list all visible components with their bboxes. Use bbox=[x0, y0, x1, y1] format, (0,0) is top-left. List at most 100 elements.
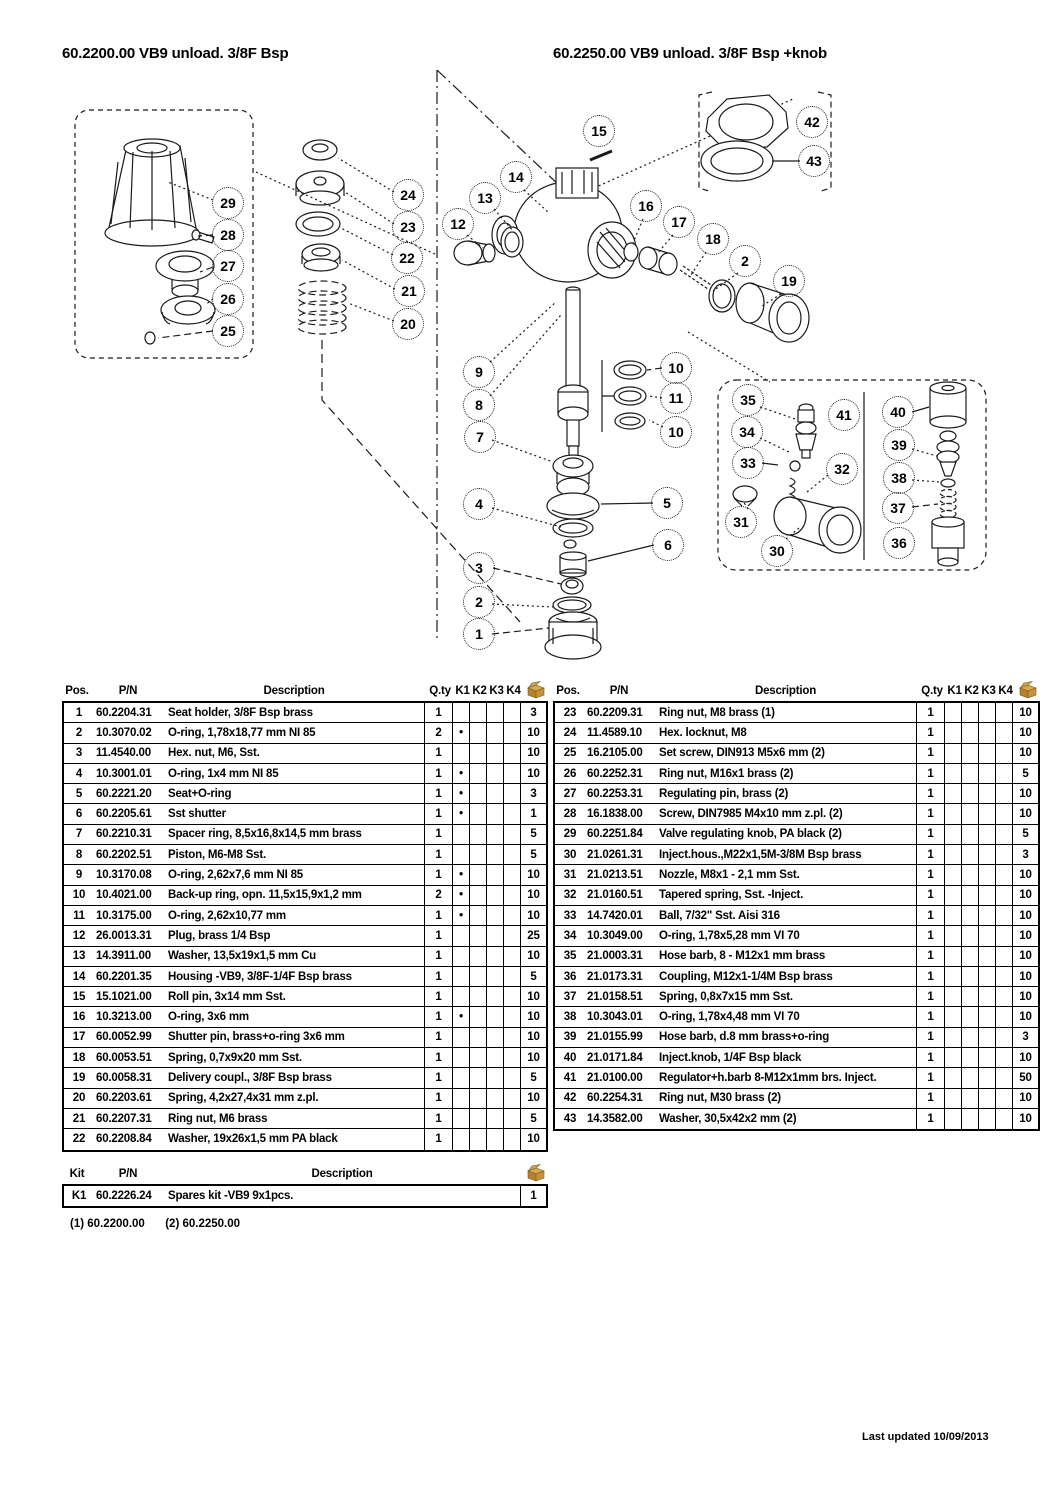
cell-pn: 60.0058.31 bbox=[96, 1071, 152, 1084]
cell-pos: 23 bbox=[563, 706, 577, 719]
cell-qty: 1 bbox=[424, 845, 452, 865]
cell-pack: 3 bbox=[520, 703, 546, 723]
cell-k3 bbox=[486, 784, 503, 804]
cell-k1 bbox=[944, 845, 961, 865]
cell-pack: 10 bbox=[1012, 703, 1038, 723]
cell-pack: 10 bbox=[520, 987, 546, 1007]
cell-k1 bbox=[452, 926, 469, 946]
page-title-left: 60.2200.00 VB9 unload. 3/8F Bsp bbox=[62, 45, 289, 62]
cell-k1 bbox=[944, 905, 961, 926]
callout-10: 10 bbox=[660, 352, 692, 384]
cell-k2 bbox=[469, 987, 486, 1007]
cell-pn: 10.3175.00 bbox=[96, 909, 152, 922]
cell-pn: 60.2252.31 bbox=[587, 767, 643, 780]
cell-pack: 10 bbox=[1012, 966, 1038, 987]
cell-pack: 10 bbox=[520, 1088, 546, 1108]
cell-pos: 8 bbox=[75, 848, 83, 861]
cell-pos: 20 bbox=[72, 1092, 86, 1105]
table-header: Kit P/N Description bbox=[62, 1163, 548, 1184]
header-desc: Description bbox=[263, 684, 325, 697]
cell-k1 bbox=[452, 743, 469, 763]
cell-k4 bbox=[995, 987, 1012, 1007]
cell-k2 bbox=[961, 824, 978, 845]
callout-38: 38 bbox=[883, 462, 915, 494]
cell-k2 bbox=[469, 885, 486, 905]
cell-desc: O-ring, 1x4 mm NI 85 bbox=[168, 767, 279, 780]
cell-pos: 14 bbox=[72, 970, 86, 983]
cell-qty: 1 bbox=[424, 905, 452, 926]
cell-pn: 14.3582.00 bbox=[587, 1113, 643, 1126]
cell-pack: 10 bbox=[1012, 784, 1038, 804]
callout-12: 12 bbox=[442, 208, 474, 240]
callout-26: 26 bbox=[212, 283, 244, 315]
cell-pack: 10 bbox=[520, 1027, 546, 1048]
header-pn: P/N bbox=[118, 1167, 138, 1180]
cell-k2 bbox=[469, 845, 486, 865]
cell-pn: 60.2205.61 bbox=[96, 808, 152, 821]
cell-k4 bbox=[995, 743, 1012, 763]
cell-k2 bbox=[469, 1129, 486, 1150]
cell-k1 bbox=[944, 966, 961, 987]
cell-desc: Nozzle, M8x1 - 2,1 mm Sst. bbox=[659, 869, 800, 882]
cell-qty: 1 bbox=[424, 987, 452, 1007]
cell-k4 bbox=[995, 905, 1012, 926]
cell-pn: 21.0003.31 bbox=[587, 950, 643, 963]
callout-21: 21 bbox=[393, 275, 425, 307]
cell-k3 bbox=[978, 885, 995, 905]
cell-pn: 60.2221.20 bbox=[96, 787, 152, 800]
callout-18: 18 bbox=[697, 223, 729, 255]
cell-pos: 37 bbox=[563, 990, 577, 1003]
callout-1: 1 bbox=[463, 618, 495, 650]
cell-pos: 35 bbox=[563, 950, 577, 963]
cell-pack: 5 bbox=[1012, 763, 1038, 784]
cell-pos: 15 bbox=[72, 990, 86, 1003]
cell-k4 bbox=[995, 784, 1012, 804]
cell-k3 bbox=[486, 703, 503, 723]
cell-pn: 10.3043.01 bbox=[587, 1011, 643, 1024]
cell-k3 bbox=[978, 723, 995, 743]
cell-pack: 10 bbox=[1012, 946, 1038, 966]
cell-k3 bbox=[978, 743, 995, 763]
cell-pn: 60.2202.51 bbox=[96, 848, 152, 861]
cell-k4 bbox=[503, 966, 520, 987]
cell-desc: O-ring, 2,62x10,77 mm bbox=[168, 909, 286, 922]
cell-pn: 21.0213.51 bbox=[587, 869, 643, 882]
cell-k1 bbox=[452, 1108, 469, 1129]
cell-k3 bbox=[486, 1068, 503, 1088]
cell-desc: Spring, 0,7x9x20 mm Sst. bbox=[168, 1051, 302, 1064]
cell-pos: 11 bbox=[73, 909, 85, 922]
parts-table-right: Pos. P/N Description Q.ty K1 K2 K3 K4 23… bbox=[553, 680, 1040, 1132]
cell-k4 bbox=[503, 703, 520, 723]
cell-pack: 10 bbox=[520, 865, 546, 885]
cell-k2 bbox=[469, 865, 486, 885]
cell-k2 bbox=[961, 723, 978, 743]
cell-pos: 32 bbox=[563, 889, 577, 902]
cell-k2 bbox=[961, 946, 978, 966]
cell-qty: 1 bbox=[424, 966, 452, 987]
pack-box-icon bbox=[527, 1164, 545, 1182]
cell-pack: 10 bbox=[520, 743, 546, 763]
cell-pack: 5 bbox=[520, 1068, 546, 1088]
cell-desc: Roll pin, 3x14 mm Sst. bbox=[168, 990, 286, 1003]
cell-k1 bbox=[944, 1007, 961, 1027]
header-k3: K3 bbox=[981, 684, 996, 697]
cell-k3 bbox=[486, 885, 503, 905]
cell-qty: 1 bbox=[916, 926, 944, 946]
cell-k2 bbox=[961, 885, 978, 905]
cell-k4 bbox=[995, 723, 1012, 743]
cell-k4 bbox=[503, 926, 520, 946]
cell-k3 bbox=[486, 743, 503, 763]
cell-k1: • bbox=[452, 865, 469, 885]
table-header: Pos. P/N Description Q.ty K1 K2 K3 K4 bbox=[553, 680, 1040, 701]
